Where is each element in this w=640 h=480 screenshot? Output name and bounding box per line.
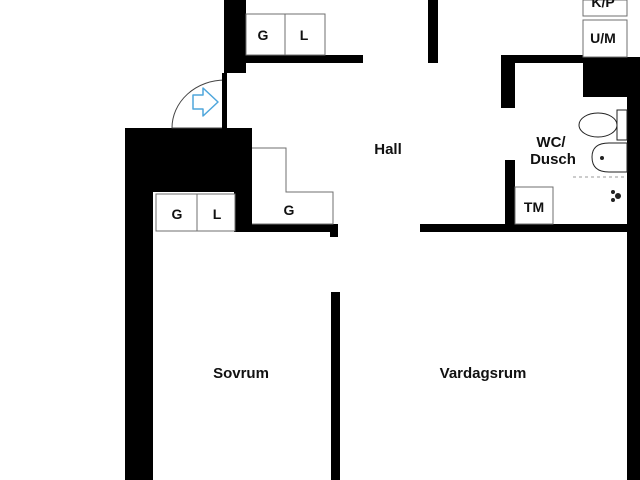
wall-segment bbox=[583, 57, 640, 97]
room-label-hall: Hall bbox=[374, 141, 402, 158]
wall-segment bbox=[125, 137, 153, 480]
kp-label: K/P bbox=[591, 0, 614, 10]
entry-door bbox=[171, 73, 227, 130]
wall-segment bbox=[330, 224, 338, 237]
hall-closet: G bbox=[252, 147, 334, 225]
wall-segment bbox=[125, 128, 252, 192]
room-label-wc-line2: Dusch bbox=[530, 151, 576, 168]
closet-label-l: L bbox=[213, 206, 222, 222]
closet-label-g: G bbox=[172, 206, 183, 222]
closet-label-g: G bbox=[258, 27, 269, 43]
room-label-vardagsrum: Vardagsrum bbox=[440, 365, 527, 382]
hall-closet-label-g: G bbox=[284, 202, 295, 218]
kp-box bbox=[582, 0, 628, 17]
room-labels: Hall WC/ Dusch Sovrum Vardagsrum bbox=[213, 134, 576, 382]
wall-segment bbox=[420, 224, 640, 232]
hall-closet-outline bbox=[252, 147, 334, 225]
top-closets: G L bbox=[245, 13, 326, 56]
um-box bbox=[582, 19, 628, 58]
sink-icon bbox=[591, 142, 628, 173]
wall-segment bbox=[234, 128, 252, 229]
tm-box bbox=[514, 186, 554, 225]
wall-segment bbox=[234, 224, 338, 232]
bedroom-closets: G L bbox=[155, 193, 236, 232]
tm-label: TM bbox=[524, 199, 544, 215]
wall-segment bbox=[428, 0, 438, 63]
room-label-sovrum: Sovrum bbox=[213, 365, 269, 382]
laundry-units: K/P U/M bbox=[582, 0, 628, 58]
closet-label-l: L bbox=[300, 27, 309, 43]
wc-fixtures: TM bbox=[514, 109, 628, 225]
wall-segment bbox=[505, 160, 515, 230]
wall-segment bbox=[224, 0, 246, 73]
closet-box bbox=[155, 193, 236, 232]
toilet-icon bbox=[578, 109, 628, 141]
wall-segment bbox=[501, 55, 515, 108]
walls bbox=[125, 0, 640, 480]
um-label: U/M bbox=[590, 30, 616, 46]
shower-tap-icon bbox=[611, 190, 621, 202]
wall-segment bbox=[627, 97, 640, 480]
wall-segment bbox=[501, 55, 583, 63]
entry-arrow-icon bbox=[192, 87, 219, 117]
wall-segment bbox=[246, 55, 363, 63]
wall-segment bbox=[331, 292, 340, 480]
door-jamb bbox=[222, 73, 227, 130]
room-label-wc-line1: WC/ bbox=[536, 134, 566, 151]
